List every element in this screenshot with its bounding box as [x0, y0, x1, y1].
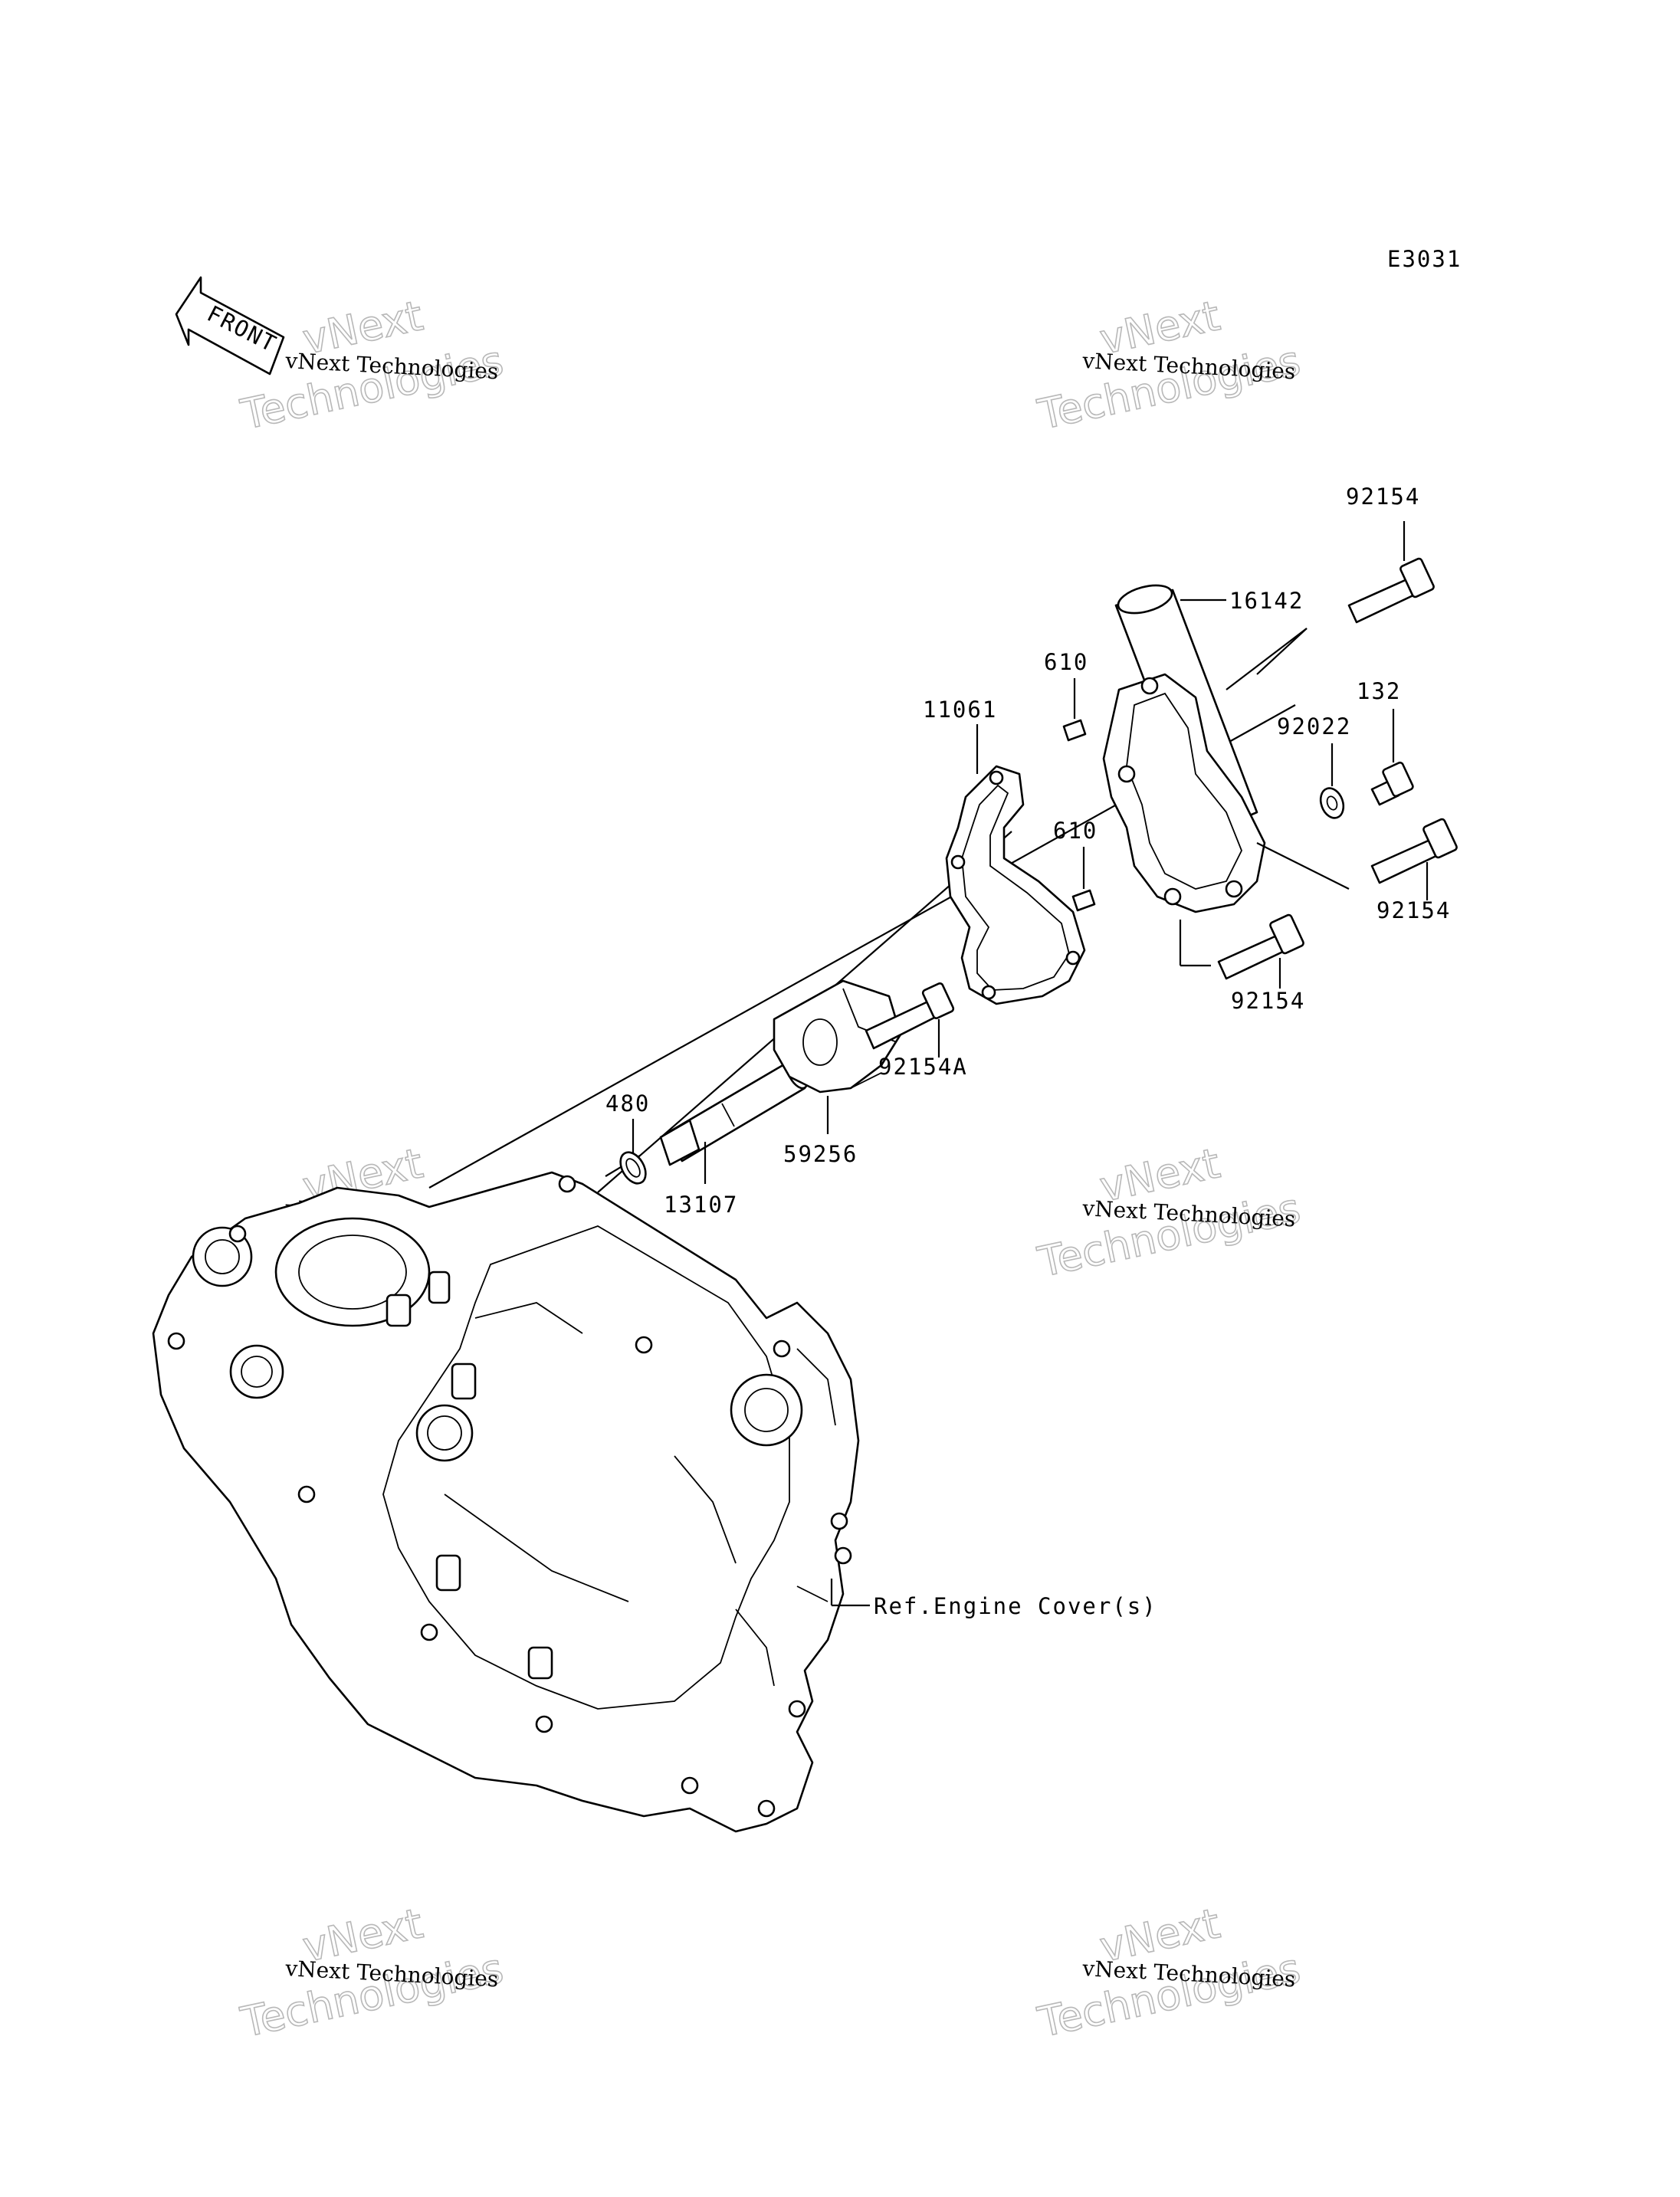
watermark-bottom-left: vNext Technologies vNext Technologies [236, 1898, 508, 2047]
label-59256: 59256 [783, 1141, 858, 1167]
watermark-mid-right: vNext Technologies vNext Technologies [1033, 1138, 1305, 1287]
part-132-bolt [1370, 709, 1414, 806]
engine-cover-reference [152, 1171, 860, 1833]
part-610-dowel-top [1062, 678, 1087, 742]
reference-note: Ref.Engine Cover(s) [874, 1593, 1157, 1619]
label-11061: 11061 [923, 697, 997, 723]
part-11061-gasket [945, 724, 1086, 1005]
label-13107: 13107 [664, 1192, 738, 1218]
part-92154A-bolt [865, 982, 955, 1058]
part-92022-washer [1319, 743, 1345, 819]
label-92154-right: 92154 [1376, 897, 1451, 923]
label-92154A: 92154A [878, 1054, 968, 1080]
watermark-top-left: vNext Technologies vNext Technologies [236, 290, 508, 439]
label-480: 480 [605, 1090, 650, 1117]
part-480-circlip [619, 1119, 647, 1185]
part-610-dowel-mid [1071, 847, 1096, 912]
watermark-bottom-right: vNext Technologies vNext Technologies [1033, 1898, 1305, 2047]
part-16142-pump-cover [1102, 584, 1350, 913]
front-arrow-icon: FRONT [175, 276, 285, 375]
label-610-top: 610 [1044, 649, 1088, 675]
part-92154-bolt-top [1226, 521, 1435, 690]
label-92022: 92022 [1277, 713, 1351, 739]
diagram-code: E3031 [1387, 246, 1462, 272]
watermark-top-right: vNext Technologies vNext Technologies [1033, 290, 1305, 439]
label-132: 132 [1357, 678, 1401, 704]
label-610-mid: 610 [1053, 818, 1098, 844]
label-92154-bottom: 92154 [1231, 988, 1305, 1014]
part-92154-bolt-right [1370, 818, 1458, 900]
label-92154-top: 92154 [1346, 484, 1420, 510]
part-92154-bolt-bottom [1179, 913, 1304, 989]
label-16142: 16142 [1229, 588, 1304, 614]
